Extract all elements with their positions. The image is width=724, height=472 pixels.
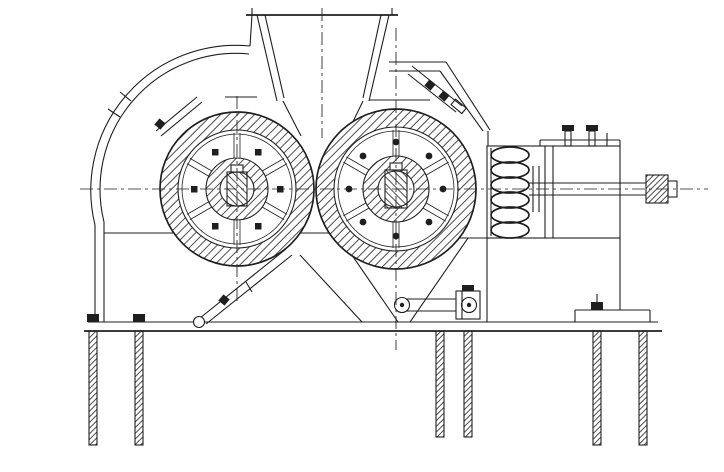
anchor-bolt — [134, 330, 144, 446]
chute-slope — [299, 254, 363, 323]
base-frame — [84, 231, 662, 332]
brace-cap — [450, 98, 468, 115]
bolt-head — [425, 152, 433, 160]
link-pin-center — [399, 302, 405, 308]
bearing-block — [486, 125, 621, 239]
bolt-head — [392, 232, 400, 240]
arc-tick — [107, 108, 121, 118]
link-pin — [460, 296, 478, 314]
centerlines — [80, 8, 708, 350]
brace-bolt — [424, 79, 436, 91]
guard-outer-arc — [90, 44, 251, 226]
link-pin-center — [466, 302, 472, 308]
bolt-head — [212, 149, 219, 156]
anchor-bolt — [592, 330, 602, 446]
bolt-head — [212, 223, 219, 230]
bolt-head — [255, 149, 262, 156]
left-roll-hub-hatch — [206, 157, 269, 221]
bolt-head — [359, 218, 367, 226]
foundation-bolt-head — [87, 314, 99, 322]
guard-inner-arc — [99, 52, 250, 223]
clevis-bolt — [462, 285, 474, 291]
arc-tick — [119, 91, 132, 102]
hopper-wall — [362, 14, 382, 99]
right-roll-bolts — [345, 138, 447, 240]
hopper-wall — [256, 14, 278, 102]
brace-rod — [160, 101, 203, 137]
foundation-bolt-head — [591, 302, 603, 310]
top-brace — [411, 65, 463, 107]
adjusting-lever — [192, 248, 293, 329]
lever-bolt — [218, 294, 230, 306]
guard-housing — [90, 14, 340, 322]
coil-spring — [490, 146, 530, 239]
brace-bolt — [438, 90, 450, 102]
brace-bolt — [154, 118, 166, 130]
bolt-head — [359, 152, 367, 160]
bolt-head — [425, 218, 433, 226]
anchor-bolt — [88, 330, 98, 446]
hopper-throat — [282, 100, 302, 137]
lever-rod — [199, 248, 287, 319]
stud-cap — [562, 125, 574, 131]
anchor-bolt — [463, 330, 473, 438]
right-roll-hub-hatch — [363, 156, 429, 222]
top-brace — [407, 73, 457, 113]
anchor-bolt — [435, 330, 445, 438]
lever-knob — [192, 315, 206, 329]
feed-hopper — [225, 8, 430, 137]
anchor-bolts — [88, 330, 648, 446]
stud-cap — [586, 125, 598, 131]
lever-rod — [205, 254, 293, 325]
foundation-bolt-head — [133, 314, 145, 322]
chute-slope — [409, 237, 469, 323]
top-frame — [389, 61, 491, 146]
hopper-wall — [368, 14, 390, 102]
hopper-wall — [264, 14, 285, 99]
bolt-head — [255, 223, 262, 230]
toggle-linkage — [393, 285, 481, 320]
anchor-bolt — [638, 330, 648, 446]
